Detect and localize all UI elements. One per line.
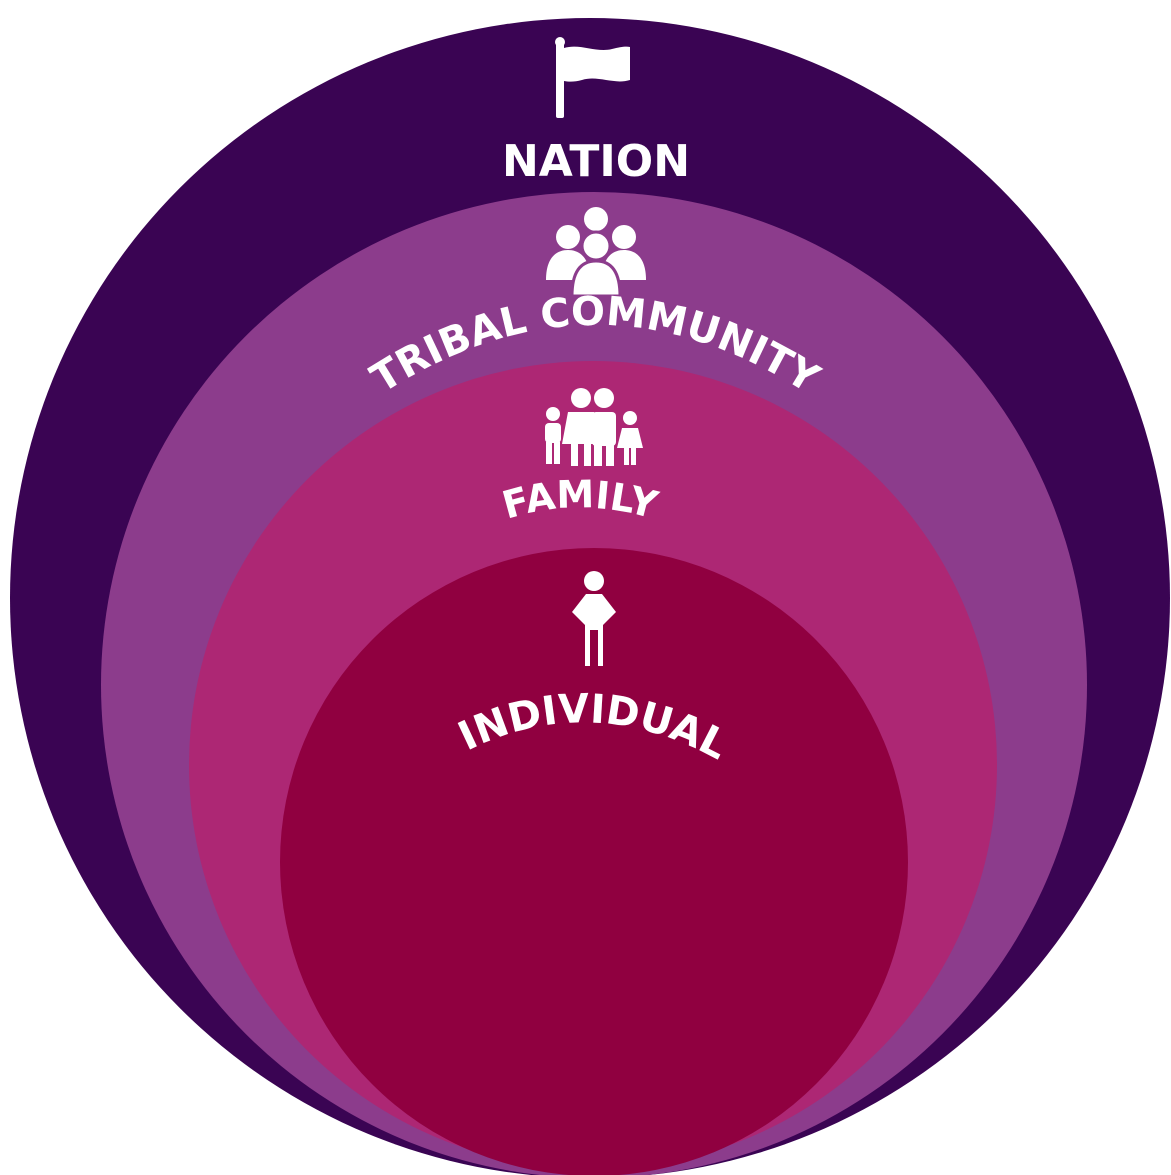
ring-individual xyxy=(280,548,908,1175)
nation-label: NATION xyxy=(502,136,690,187)
group-icon xyxy=(546,207,646,298)
family-icon xyxy=(545,388,643,466)
person-icon xyxy=(572,571,616,666)
flag-icon xyxy=(555,37,630,118)
